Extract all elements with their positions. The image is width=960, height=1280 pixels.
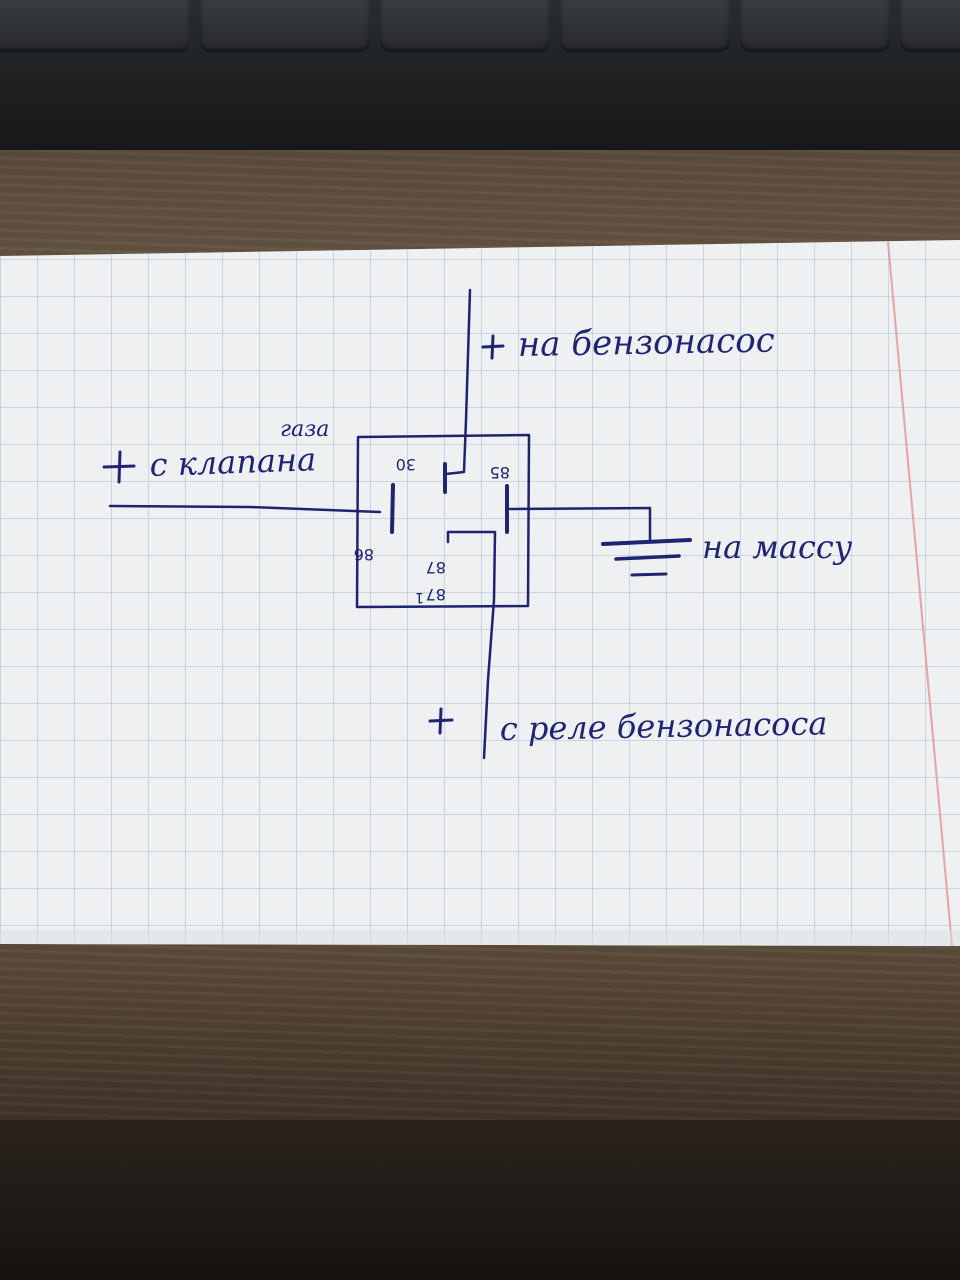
pin-label-87a: 87 — [426, 585, 446, 604]
label-gas: газа — [280, 417, 329, 442]
keyboard-key — [560, 0, 730, 52]
keyboard-background — [0, 0, 960, 165]
label-to-fuel-pump: на бензонасос — [517, 321, 775, 365]
wire-from-gas-valve — [108, 504, 382, 514]
pin-label-87: 87 — [426, 558, 446, 577]
keyboard-key — [200, 0, 370, 52]
label-from-fuel-pump-relay: с реле бензонасоса — [499, 704, 827, 748]
pin-label-85: 85 — [490, 463, 510, 482]
plus-sign-bottom — [428, 707, 454, 735]
paper-margin-line — [887, 241, 953, 947]
pin-label-87a-suffix: 1 — [415, 589, 424, 605]
keyboard-key — [740, 0, 890, 52]
keyboard-key — [0, 0, 190, 52]
graph-paper-sheet — [0, 240, 960, 947]
relay-body-rectangle — [355, 433, 531, 609]
pin-label-30: 30 — [396, 455, 416, 474]
keyboard-key — [380, 0, 550, 52]
desk-shadow — [0, 1120, 960, 1280]
wire-to-ground — [508, 506, 652, 542]
pin-86-contact — [390, 483, 395, 534]
wire-from-fuel-pump-relay — [446, 530, 497, 760]
ground-symbol-line-3 — [630, 572, 668, 577]
pin-label-86: 86 — [354, 545, 374, 564]
plus-sign-top — [481, 334, 505, 360]
label-to-ground: на массу — [702, 528, 853, 566]
keyboard-key — [900, 0, 960, 52]
plus-sign-left — [102, 450, 136, 484]
label-from-gas-valve: с клапана — [149, 440, 317, 484]
wire-to-fuel-pump — [444, 288, 472, 476]
ground-symbol-line-2 — [614, 554, 681, 561]
ground-symbol-line-1 — [601, 538, 692, 546]
